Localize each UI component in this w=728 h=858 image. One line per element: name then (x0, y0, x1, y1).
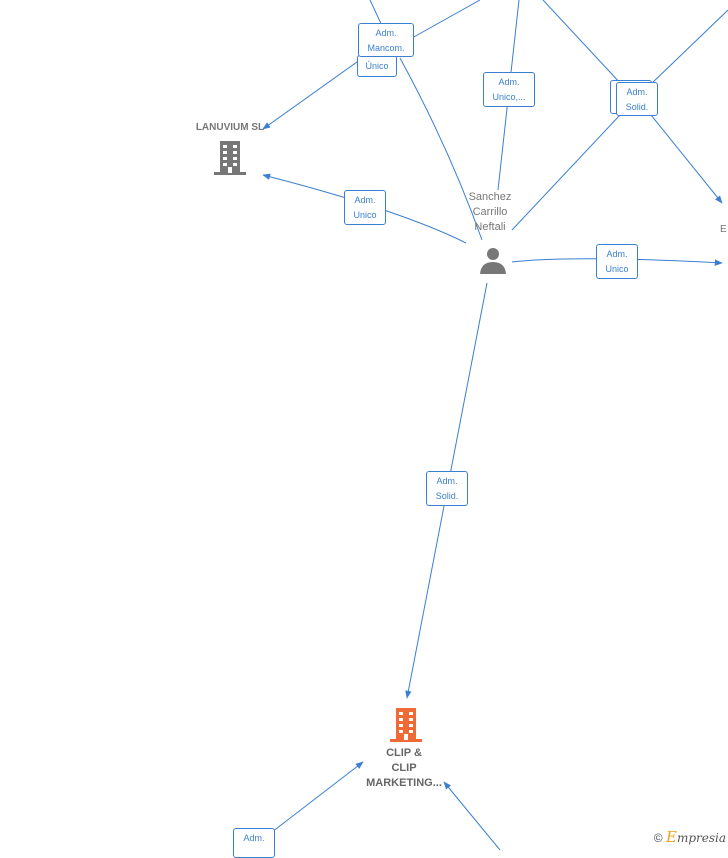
role-line: Mancom. (367, 43, 405, 53)
edge-solid-to-person (511, 114, 621, 231)
brand-initial: E (665, 828, 677, 846)
role-line: Unico (605, 264, 629, 274)
role-box-lanuvium-link[interactable]: Adm. Unico (344, 190, 386, 225)
person-name-line: Carrillo (472, 206, 508, 218)
right-node-name[interactable]: E (720, 224, 727, 235)
person-name-line: Neftali (474, 221, 506, 233)
role-line: Unico (353, 210, 377, 220)
building-icon[interactable] (213, 140, 247, 176)
edge-bottom-left-to-clip (271, 761, 364, 833)
role-box-unico-mid[interactable]: Adm. Unico,... (483, 72, 535, 107)
edge-person-to-right (511, 258, 723, 266)
person-name[interactable]: Sanchez Carrillo Neftali (450, 190, 530, 235)
role-line: Adm. (354, 195, 376, 205)
main-company-name-line: CLIP & (386, 747, 422, 759)
role-line: Unico,... (492, 92, 526, 102)
role-box-right-link[interactable]: Adm. Unico (596, 244, 638, 279)
role-line: Solid. (435, 491, 459, 501)
role-line: Adm. (626, 87, 648, 97)
main-building-icon[interactable] (389, 707, 423, 743)
role-box-bottom-left[interactable]: Adm. (233, 828, 275, 858)
edge-topright-to-solid (649, 9, 728, 86)
edge-mancom-to-person (399, 57, 483, 241)
role-line: Solid. (625, 102, 649, 112)
edge-bottom-right-to-clip (443, 781, 501, 850)
role-line: Adm. (606, 249, 628, 259)
person-name-line: Sanchez (468, 191, 512, 203)
edge-top-right-to-mancom (411, 0, 481, 39)
person-icon[interactable] (478, 245, 508, 275)
role-line: Adm. (436, 476, 458, 486)
role-box-clip-link[interactable]: Adm. Solid. (426, 471, 468, 506)
role-box-solid-right[interactable]: Adm. Solid. (616, 82, 658, 116)
role-box-mancom-top[interactable]: Adm. Mancom. (358, 23, 414, 57)
role-box-unico-top[interactable]: Único (357, 55, 397, 77)
main-company-name-line: MARKETING... (366, 777, 442, 789)
copyright-symbol: © (653, 831, 663, 845)
role-line: Adm. (498, 77, 520, 87)
edge-top-to-solid (542, 0, 623, 86)
main-company-name[interactable]: CLIP & CLIP MARKETING... (352, 746, 456, 791)
role-line: Adm. (375, 28, 397, 38)
empresia-watermark: © Empresia (654, 828, 726, 846)
brand-name: mpresia (676, 831, 726, 845)
edge-solid-to-right (650, 114, 723, 204)
lanuvium-name[interactable]: LANUVIUM SL (195, 122, 265, 133)
main-company-name-line: CLIP (391, 762, 417, 774)
